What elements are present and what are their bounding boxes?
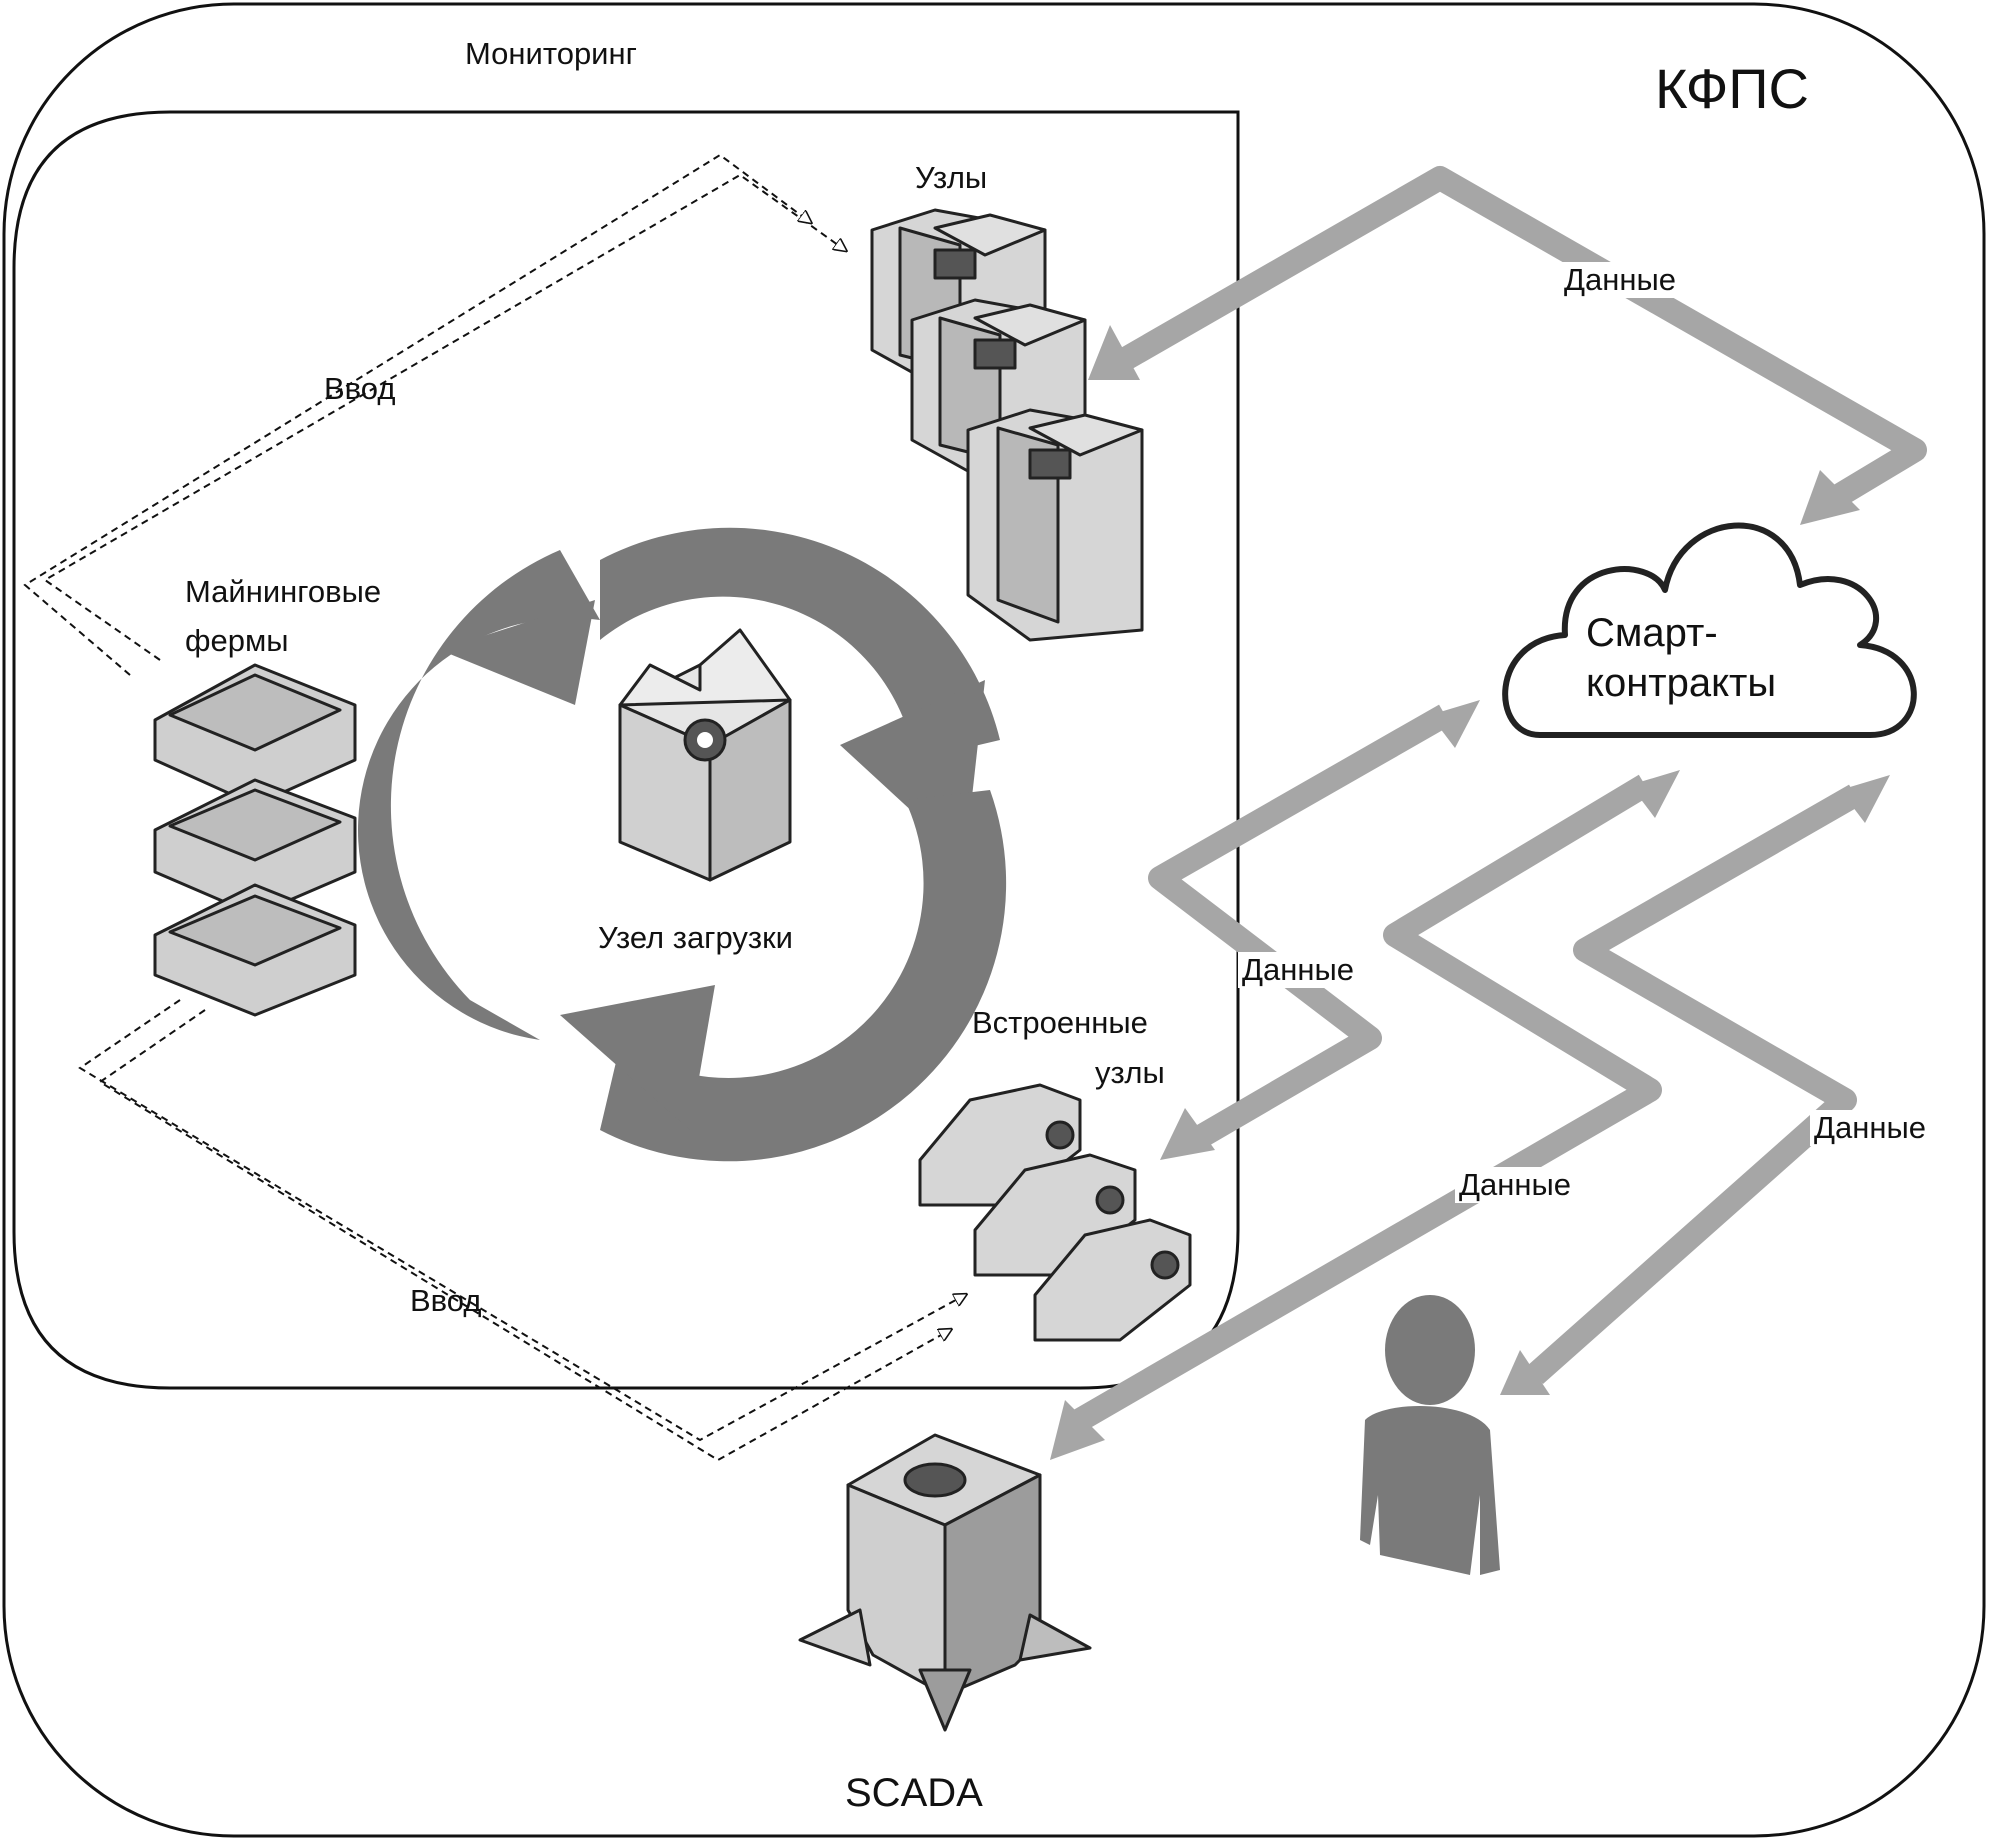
embedded-label-line2: узлы	[1095, 1055, 1165, 1090]
boot-node-icon	[618, 628, 792, 882]
embedded-node-icon	[918, 1083, 1192, 1342]
arrowhead-to-cloud-a	[1430, 700, 1480, 748]
cycle-head-bottom	[560, 985, 715, 1130]
mining-layer-2	[153, 778, 357, 917]
embedded-unit-3	[1033, 1218, 1192, 1342]
nodes-label: Узлы	[915, 160, 988, 195]
input-label-top: Ввод	[324, 371, 396, 406]
mining-farm-icon	[153, 663, 357, 1017]
input-arrow-bottom-back	[98, 1009, 950, 1462]
arrowhead-to-cloud-top	[1800, 470, 1860, 525]
mining-label-line2: фермы	[185, 623, 289, 658]
smart-contracts-label-line1: Смарт-	[1586, 611, 1718, 655]
boot-node-label: Узел загрузки	[598, 920, 793, 955]
mining-layer-1	[153, 663, 357, 807]
arrowhead-to-cloud-b	[1630, 770, 1680, 818]
user-icon	[1360, 1295, 1500, 1575]
cloud-icon	[1502, 522, 1917, 738]
mining-label-line1: Майнинговые	[185, 574, 382, 609]
user-head	[1385, 1295, 1475, 1405]
data-arrows	[1073, 166, 1927, 1431]
scada-device-icon	[798, 1433, 1092, 1732]
arrowhead-to-embedded	[1160, 1108, 1215, 1160]
data-label-scada: Данные	[1455, 1167, 1575, 1203]
scada-label: SCADA	[845, 1771, 983, 1815]
data-arrow-heads	[1050, 325, 1890, 1460]
data-arrow-nodes-cloud	[1109, 166, 1927, 506]
embedded-label-line1: Встроенные	[972, 1005, 1148, 1040]
server-unit-3	[966, 408, 1144, 642]
data-label-top: Данные	[1560, 262, 1680, 298]
cycle-arrows-icon	[357, 527, 1007, 1162]
input-arrow-top	[43, 173, 845, 661]
user-body	[1360, 1406, 1500, 1575]
input-arrow-bottom	[78, 999, 965, 1442]
input-arrows	[23, 153, 965, 1462]
data-arrow-scada	[1073, 774, 1662, 1431]
data-label-embedded: Данные	[1238, 952, 1358, 988]
arrowhead-to-cloud-c	[1840, 775, 1890, 823]
kfps-title: КФПС	[1655, 57, 1809, 120]
server-stack-icon	[870, 208, 1144, 642]
arrowhead-to-nodes	[1088, 325, 1140, 380]
cycle-arc-right	[600, 527, 1000, 760]
monitoring-title: Мониторинг	[465, 36, 637, 71]
mining-layer-3	[153, 883, 357, 1017]
cycle-head-left	[440, 600, 595, 705]
input-arrow-top-back	[23, 153, 810, 676]
cycle-arc-bottom	[600, 790, 1007, 1162]
data-arrow-user	[1527, 784, 1861, 1384]
arrowhead-to-user	[1500, 1350, 1550, 1395]
data-label-user: Данные	[1810, 1110, 1930, 1146]
arrowhead-to-scada	[1050, 1400, 1105, 1460]
input-label-bottom: Ввод	[410, 1283, 482, 1318]
cycle-arc-left	[357, 550, 600, 1040]
smart-contracts-label-line2: контракты	[1586, 661, 1777, 705]
